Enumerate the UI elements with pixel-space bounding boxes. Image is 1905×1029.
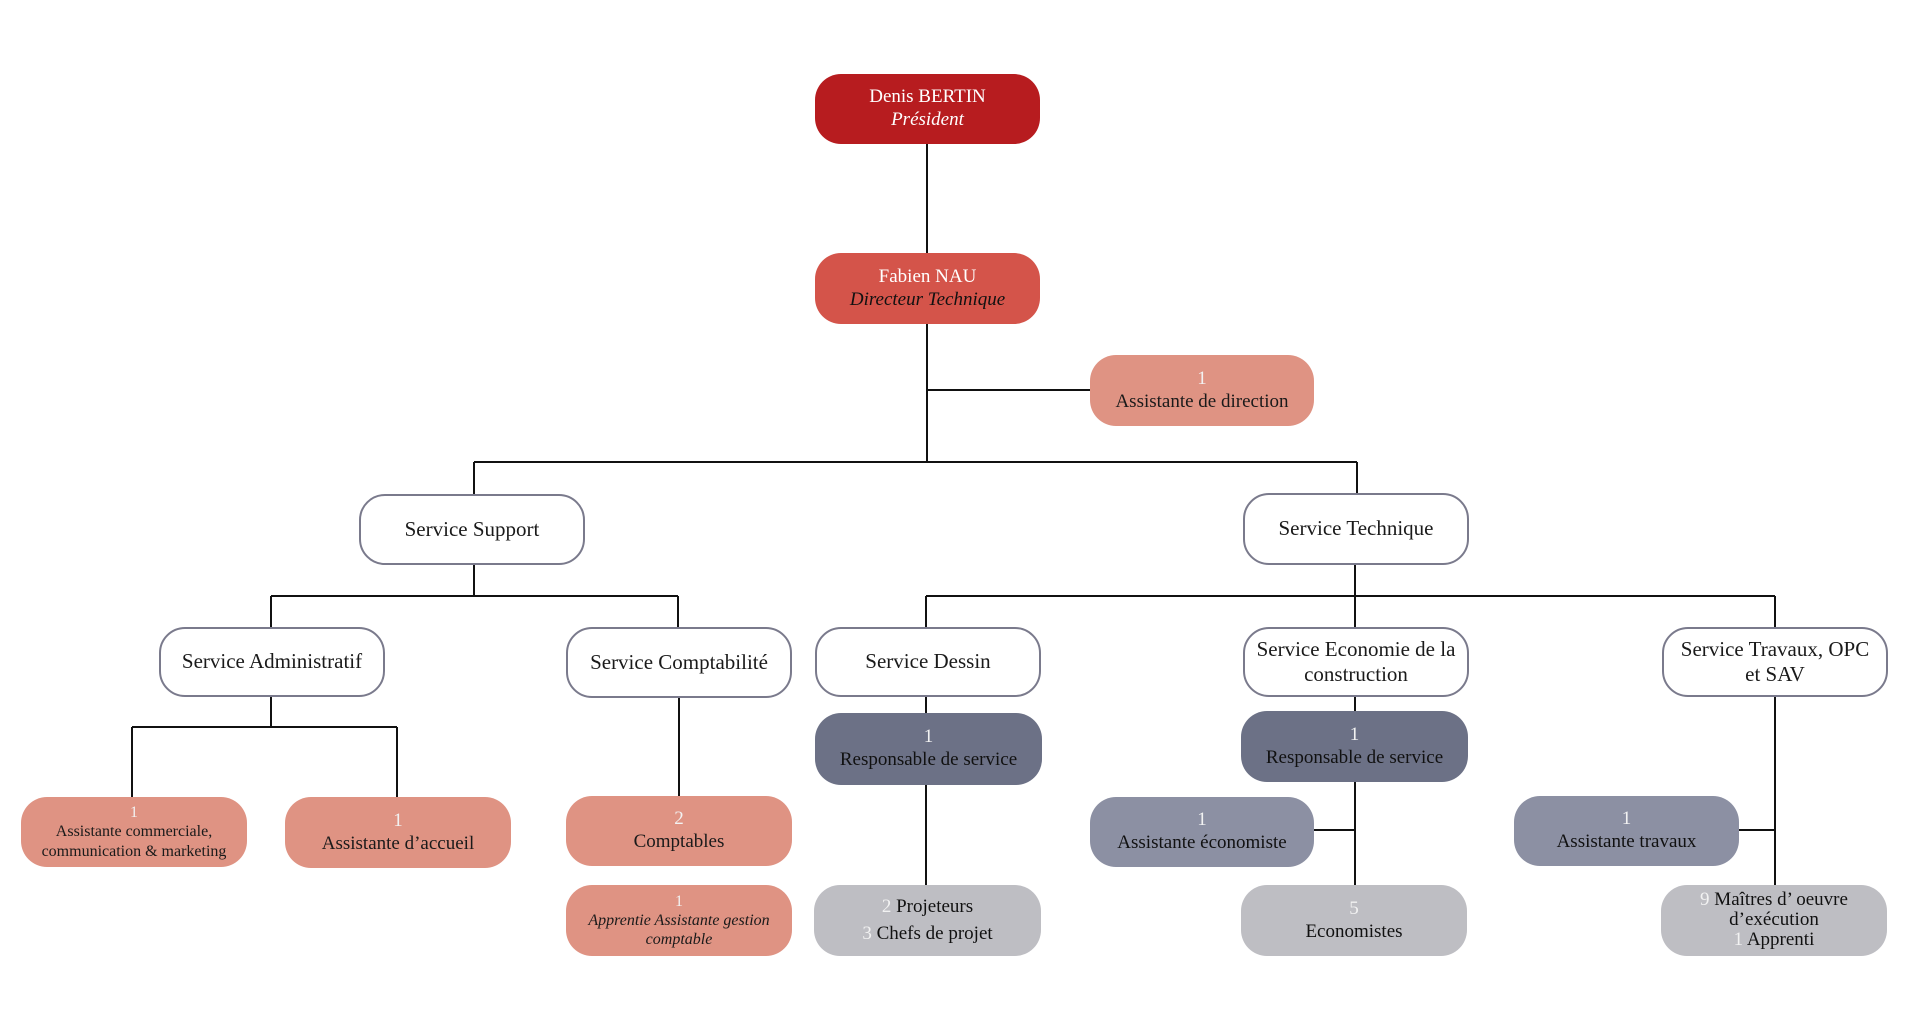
assistante-commerciale-box: 1 Assistante commerciale, communication … xyxy=(21,797,247,867)
service-administratif-label: Service Administratif xyxy=(181,649,363,674)
chefs-projet-label: Chefs de projet xyxy=(876,922,993,944)
chefs-projet-line: 3 Chefs de projet xyxy=(862,923,992,946)
director-role: Directeur Technique xyxy=(849,288,1006,310)
service-technique-box: Service Technique xyxy=(1243,493,1469,565)
eco-responsable-count: 1 xyxy=(1349,723,1360,745)
service-travaux-box: Service Travaux, OPC et SAV xyxy=(1662,627,1888,697)
dessin-responsable-box: 1 Responsable de service xyxy=(815,713,1042,785)
economistes-label: Economistes xyxy=(1305,920,1403,942)
director-box: Fabien NAU Directeur Technique xyxy=(815,253,1040,324)
assistante-commerciale-label: Assistante commerciale, communication & … xyxy=(41,823,227,860)
assistante-economiste-box: 1 Assistante économiste xyxy=(1090,797,1314,867)
comptables-label: Comptables xyxy=(633,831,725,852)
maitres-oeuvre-box: 9 Maîtres d’ oeuvre d’exécution 1 Appren… xyxy=(1661,885,1887,956)
apprenti-count: 1 xyxy=(1733,928,1744,950)
service-support-box: Service Support xyxy=(359,494,585,565)
assistant-direction-label: Assistante de direction xyxy=(1115,390,1289,412)
service-comptabilite-label: Service Comptabilité xyxy=(590,649,768,674)
apprentie-box: 1 Apprentie Assistante gestion comptable xyxy=(566,885,792,956)
service-technique-label: Service Technique xyxy=(1278,516,1434,541)
chefs-projet-count: 3 xyxy=(862,922,872,944)
president-box: Denis BERTIN Président xyxy=(815,74,1040,144)
projeteurs-line: 2 Projeteurs xyxy=(882,896,973,919)
maitres-oeuvre-label: Maîtres d’ oeuvre d’exécution xyxy=(1714,889,1848,931)
projeteurs-box: 2 Projeteurs 3 Chefs de projet xyxy=(814,885,1041,956)
assistant-direction-box: 1 Assistante de direction xyxy=(1090,355,1314,426)
service-economie-box: Service Economie de la construction xyxy=(1243,627,1469,697)
president-name: Denis BERTIN xyxy=(869,86,986,108)
assistante-economiste-label: Assistante économiste xyxy=(1117,832,1287,853)
assistante-accueil-box: 1 Assistante d’accueil xyxy=(285,797,511,868)
service-travaux-label: Service Travaux, OPC et SAV xyxy=(1680,636,1870,686)
assistant-direction-count: 1 xyxy=(1197,367,1207,389)
eco-responsable-box: 1 Responsable de service xyxy=(1241,711,1468,782)
assistante-accueil-count: 1 xyxy=(393,809,403,831)
maitres-oeuvre-count: 9 xyxy=(1700,889,1710,911)
economistes-count: 5 xyxy=(1349,897,1359,919)
service-comptabilite-box: Service Comptabilité xyxy=(566,627,792,698)
assistante-travaux-box: 1 Assistante travaux xyxy=(1514,796,1739,866)
assistante-economiste-count: 1 xyxy=(1197,809,1207,831)
service-dessin-box: Service Dessin xyxy=(815,627,1041,697)
dessin-responsable-label: Responsable de service xyxy=(839,749,1018,770)
eco-responsable-label: Responsable de service xyxy=(1265,746,1444,768)
assistante-travaux-count: 1 xyxy=(1621,808,1632,830)
maitres-oeuvre-line: 9 Maîtres d’ oeuvre d’exécution xyxy=(1661,890,1887,930)
projeteurs-count: 2 xyxy=(881,895,892,917)
service-dessin-label: Service Dessin xyxy=(865,649,991,674)
economistes-box: 5 Economistes xyxy=(1241,885,1467,956)
comptables-count: 2 xyxy=(674,808,684,830)
president-role: Président xyxy=(891,109,964,130)
apprentie-label: Apprentie Assistante gestion comptable xyxy=(588,911,770,949)
director-name: Fabien NAU xyxy=(878,265,977,287)
assistante-accueil-label: Assistante d’accueil xyxy=(321,832,475,854)
apprenti-line: 1 Apprenti xyxy=(1733,928,1815,951)
service-economie-label: Service Economie de la construction xyxy=(1256,636,1456,686)
apprentie-count: 1 xyxy=(675,892,683,910)
apprenti-label: Apprenti xyxy=(1746,928,1815,950)
assistante-commerciale-count: 1 xyxy=(130,804,138,822)
service-administratif-box: Service Administratif xyxy=(159,627,385,697)
dessin-responsable-count: 1 xyxy=(923,726,934,748)
assistante-travaux-label: Assistante travaux xyxy=(1556,831,1697,852)
service-support-label: Service Support xyxy=(404,516,540,541)
comptables-box: 2 Comptables xyxy=(566,796,792,866)
projeteurs-label: Projeteurs xyxy=(896,895,974,917)
